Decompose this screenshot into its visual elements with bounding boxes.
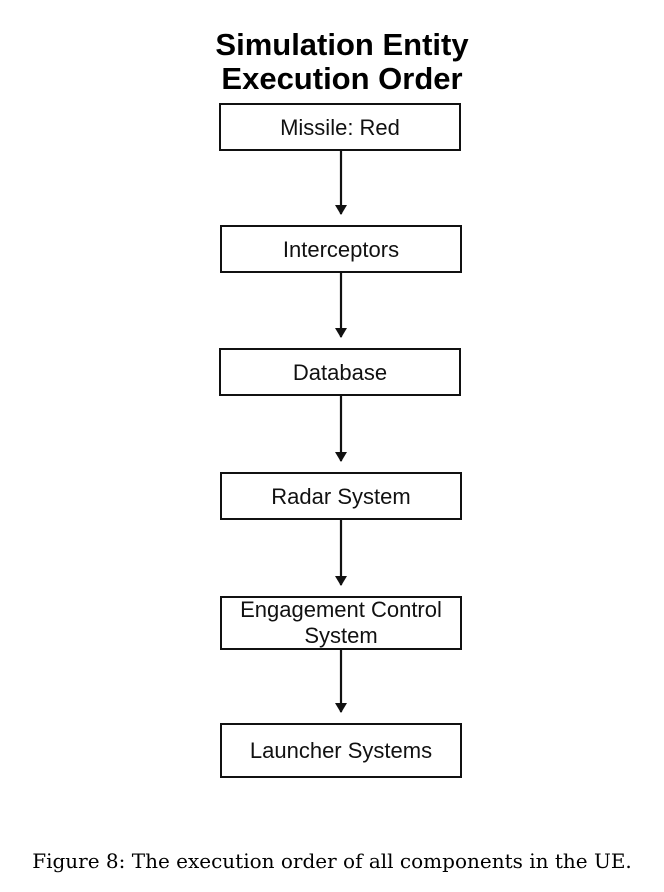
step-label: Radar System — [271, 483, 411, 509]
step-box-database: Database — [219, 348, 461, 396]
figure-caption: Figure 8: The execution order of all com… — [32, 849, 632, 873]
step-box-interceptors: Interceptors — [220, 225, 462, 273]
diagram-title-line-2: Execution Order — [221, 61, 463, 96]
diagram-title-line-1: Simulation Entity — [215, 27, 469, 62]
step-box-engagement-control-system: Engagement Control System — [220, 596, 462, 650]
step-label-line-1: Engagement Control — [240, 597, 442, 622]
step-label: Launcher Systems — [249, 738, 433, 763]
step-box-missile-red: Missile: Red — [219, 103, 461, 151]
step-label: Interceptors — [282, 236, 400, 262]
step-label-line-2: System — [304, 623, 378, 648]
step-label: Missile: Red — [280, 114, 400, 140]
step-label: Database — [292, 359, 388, 385]
step-box-launcher-systems: Launcher Systems — [220, 723, 462, 778]
step-box-radar-system: Radar System — [220, 472, 462, 520]
